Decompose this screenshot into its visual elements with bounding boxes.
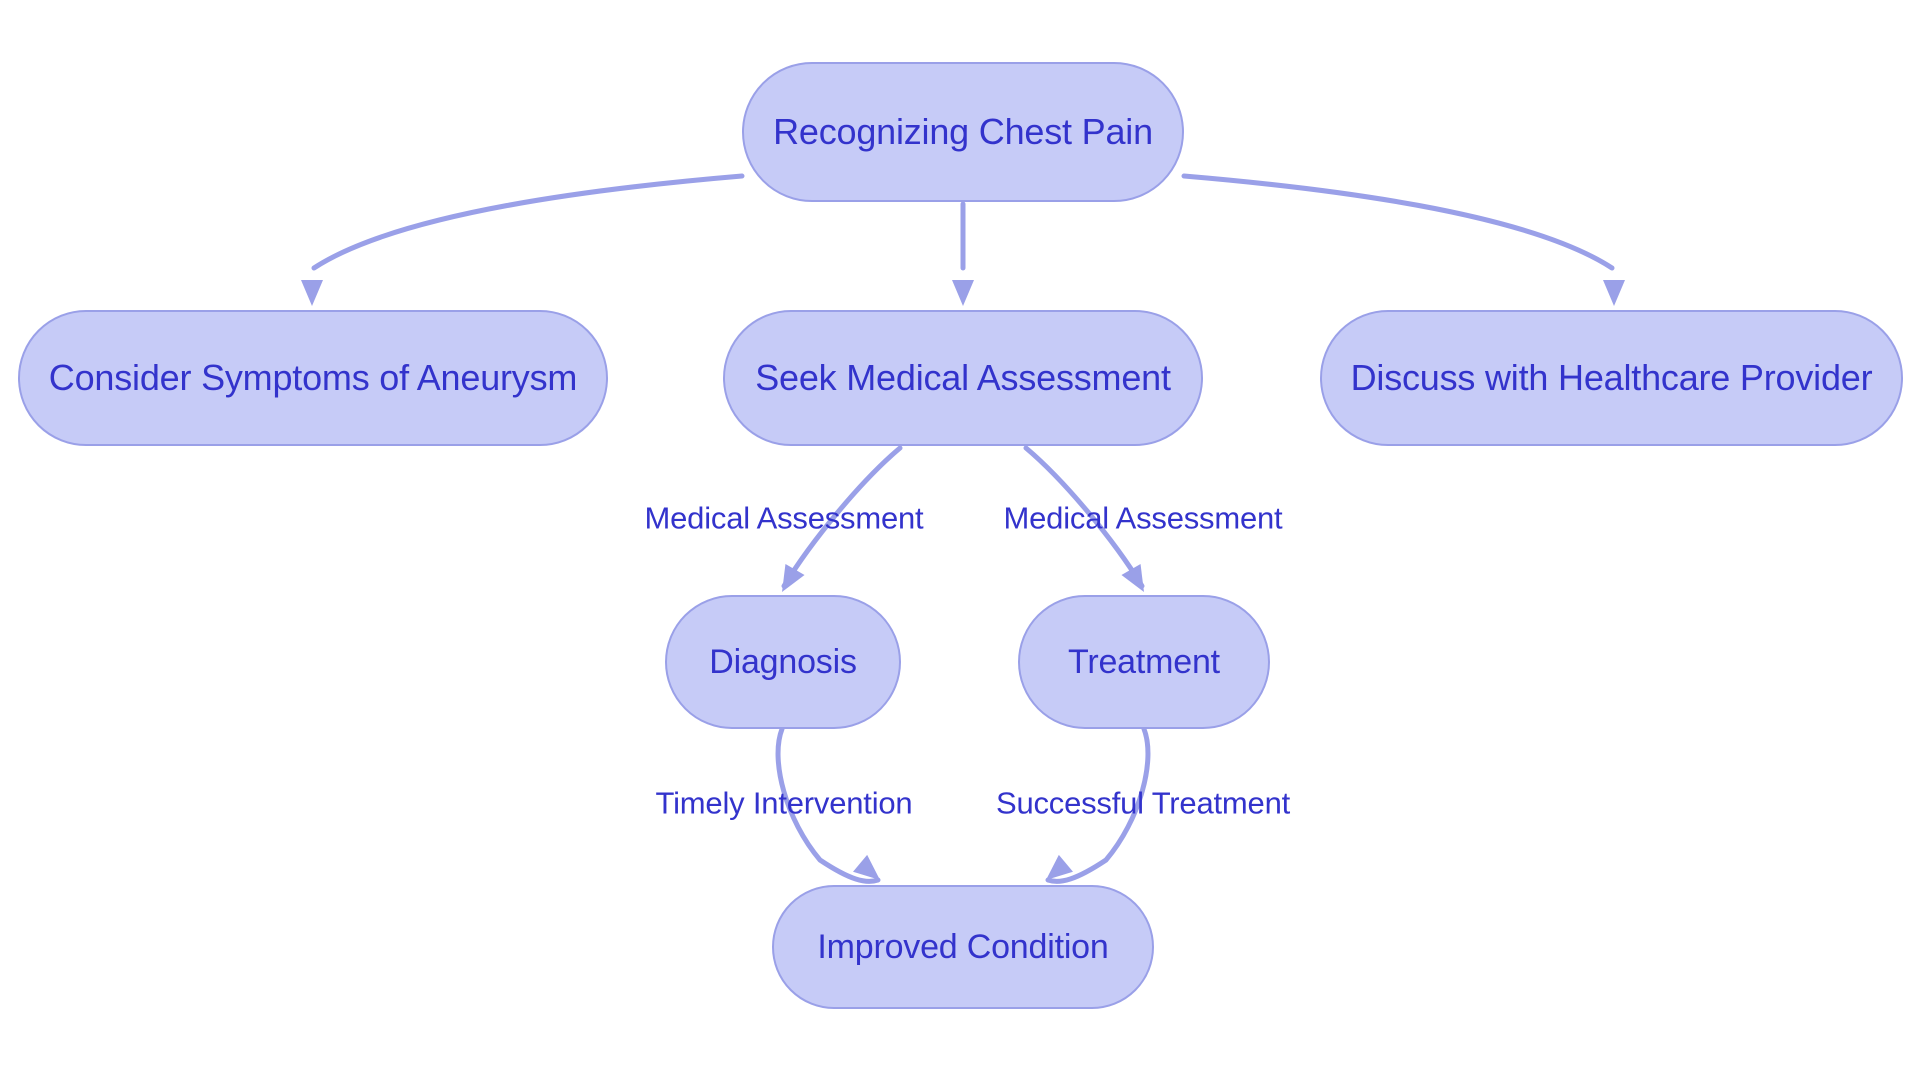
node-label: Improved Condition (817, 928, 1109, 966)
arrowhead-edge-seek-to-treatment (1121, 563, 1144, 592)
edge-line-edge-diagnosis-to-improved (775, 726, 881, 884)
node-improved-condition[interactable]: Improved Condition (772, 885, 1154, 1009)
arrowhead-edge-recognizing-to-discuss (1603, 280, 1625, 306)
arrowhead-edge-treatment-to-improved (1046, 854, 1073, 880)
node-seek-medical-assessment[interactable]: Seek Medical Assessment (723, 310, 1203, 446)
edge-line-edge-recognizing-to-discuss (1181, 173, 1615, 271)
edge-line-edge-recognizing-to-consider (311, 173, 745, 271)
edge-label-edge-seek-to-treatment: Medical Assessment (1003, 500, 1283, 536)
node-label: Recognizing Chest Pain (773, 111, 1153, 152)
node-consider-symptoms-of-aneurysm[interactable]: Consider Symptoms of Aneurysm (18, 310, 608, 446)
edge-line-edge-treatment-to-improved (1045, 726, 1151, 884)
node-recognizing-chest-pain[interactable]: Recognizing Chest Pain (742, 62, 1184, 202)
arrowhead-edge-seek-to-diagnosis (782, 563, 805, 592)
edge-line-edge-seek-to-diagnosis (781, 445, 903, 589)
edge-label-edge-seek-to-diagnosis: Medical Assessment (644, 500, 924, 536)
node-treatment[interactable]: Treatment (1018, 595, 1270, 729)
edge-arrowheads (301, 280, 1625, 880)
node-label: Discuss with Healthcare Provider (1350, 357, 1873, 398)
edge-label-edge-diagnosis-to-improved: Timely Intervention (655, 785, 913, 821)
edge-line-edge-seek-to-treatment (1023, 445, 1145, 589)
arrowhead-edge-diagnosis-to-improved (853, 854, 880, 880)
node-label: Treatment (1068, 643, 1220, 681)
node-diagnosis[interactable]: Diagnosis (665, 595, 901, 729)
node-label: Diagnosis (709, 643, 857, 681)
node-discuss-with-healthcare-provider[interactable]: Discuss with Healthcare Provider (1320, 310, 1903, 446)
edge-label-edge-treatment-to-improved: Successful Treatment (995, 785, 1291, 821)
node-label: Seek Medical Assessment (755, 357, 1171, 398)
edge-paths (311, 173, 1615, 884)
arrowhead-edge-recognizing-to-consider (301, 280, 323, 306)
node-label: Consider Symptoms of Aneurysm (48, 357, 578, 398)
arrowhead-edge-recognizing-to-seek (952, 280, 974, 306)
